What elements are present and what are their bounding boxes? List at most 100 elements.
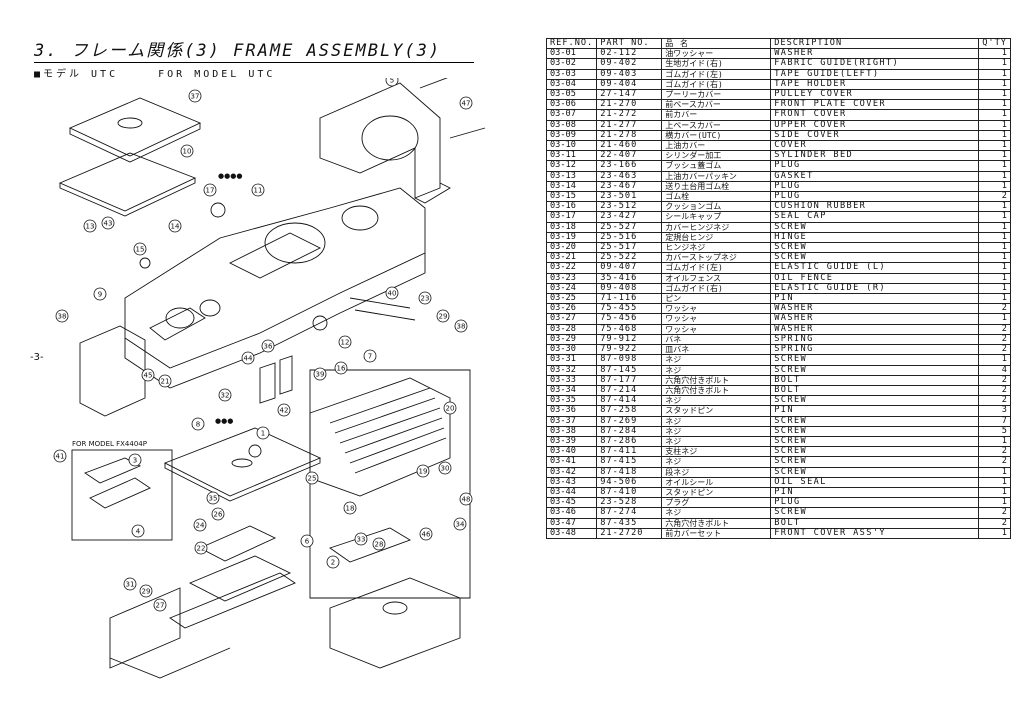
svg-text:1: 1 [261, 430, 265, 438]
callout-1: 1 [256, 426, 270, 440]
callout-6: 6 [300, 534, 314, 548]
ref-no-cell: 03-10 [545, 140, 598, 152]
japanese-name-cell: ネジ [661, 364, 772, 376]
callout-23: 23 [418, 291, 432, 305]
japanese-name-cell: 上油カバー [661, 140, 772, 152]
part-no-cell: 21-2720 [596, 527, 663, 539]
ref-no-cell: 03-06 [545, 99, 598, 111]
description-cell: SCREW [770, 364, 980, 376]
description-cell: HINGE [770, 231, 980, 244]
description-cell: SPRING [770, 344, 980, 356]
callout-28: 28 [372, 537, 386, 551]
quantity-cell: 1 [978, 150, 1011, 162]
description-cell: SCREW [770, 354, 980, 366]
quantity-cell: 1 [978, 140, 1011, 152]
part-no-cell: 87-284 [596, 425, 663, 437]
part-no-cell: 23-528 [596, 497, 663, 509]
svg-text:35: 35 [209, 495, 218, 503]
japanese-name-cell: カバーヒンジネジ [661, 221, 772, 233]
japanese-name-cell: ネジ [661, 395, 772, 407]
quantity-cell: 1 [978, 180, 1011, 193]
japanese-name-cell: 上ベースカバー [661, 119, 772, 131]
callout-22: 22 [194, 541, 208, 555]
japanese-name-cell: ネジ [661, 415, 772, 427]
part-no-cell: 87-286 [596, 435, 663, 448]
callout-18: 18 [343, 501, 357, 515]
callout-38b: 38 [454, 319, 468, 333]
description-cell: ELASTIC GUIDE (L) [770, 262, 980, 274]
svg-text:31: 31 [126, 581, 135, 589]
quantity-cell: 1 [978, 282, 1011, 295]
svg-text:33: 33 [357, 536, 366, 544]
ref-no-cell: 03-26 [545, 303, 598, 315]
callout-9: 9 [93, 287, 107, 301]
japanese-name-cell: ネジ [661, 354, 772, 366]
quantity-cell: 1 [978, 272, 1011, 284]
part-no-cell: 94-506 [596, 476, 663, 488]
quantity-cell: 1 [978, 242, 1011, 254]
svg-text:16: 16 [337, 365, 346, 373]
callout-40: 40 [385, 286, 399, 300]
quantity-cell: 1 [978, 486, 1011, 499]
quantity-cell: 2 [978, 191, 1011, 203]
part-no-cell: 25-527 [596, 221, 663, 233]
description-cell: SCREW [770, 395, 980, 407]
part-no-cell: 87-145 [596, 364, 663, 376]
svg-text:46: 46 [422, 531, 431, 539]
callout-3: 3 [128, 453, 142, 467]
ref-no-cell: 03-42 [545, 466, 598, 478]
part-no-cell: 71-116 [596, 293, 663, 305]
japanese-name-cell: ピン [661, 293, 772, 305]
japanese-name-cell: シリンダー加工 [661, 150, 772, 162]
ref-no-cell: 03-34 [545, 384, 598, 397]
part-no-cell: 75-456 [596, 313, 663, 325]
ref-no-cell: 03-47 [545, 517, 598, 529]
model-right-label: FOR MODEL UTC [158, 69, 276, 80]
ref-no-cell: 03-46 [545, 507, 598, 519]
svg-text:24: 24 [196, 522, 205, 530]
callout-35: 35 [206, 491, 220, 505]
quantity-cell: 2 [978, 395, 1011, 407]
description-cell: COVER [770, 140, 980, 152]
quantity-cell: 1 [978, 58, 1011, 70]
japanese-name-cell: ゴムガイド(右) [661, 78, 772, 91]
japanese-name-cell: 横カバー(UTC) [661, 129, 772, 142]
svg-text:6: 6 [305, 538, 310, 546]
quantity-cell: 1 [978, 221, 1011, 233]
callout-43: 43 [101, 216, 115, 230]
description-cell: TAPE HOLDER [770, 78, 980, 91]
description-cell: WASHER [770, 323, 980, 335]
japanese-name-cell: ゴム栓 [661, 191, 772, 203]
description-cell: SPRING [770, 333, 980, 346]
svg-text:2: 2 [331, 559, 335, 567]
callout-21: 21 [158, 374, 172, 388]
japanese-name-cell: バネ [661, 333, 772, 346]
svg-text:20: 20 [446, 405, 455, 413]
part-no-cell: 87-411 [596, 446, 663, 458]
svg-text:44: 44 [244, 355, 253, 363]
model-left-label: ■モデル UTC [34, 69, 119, 80]
svg-text:37: 37 [191, 93, 200, 101]
part-no-cell: 09-404 [596, 78, 663, 91]
japanese-name-cell: スタッドピン [661, 486, 772, 499]
svg-text:48: 48 [462, 496, 471, 504]
part-no-cell: 02-112 [596, 48, 663, 60]
svg-text:8: 8 [196, 421, 200, 429]
svg-text:26: 26 [214, 511, 223, 519]
description-cell: BOLT [770, 374, 980, 386]
svg-text:15: 15 [136, 246, 145, 254]
quantity-cell: 2 [978, 446, 1011, 458]
